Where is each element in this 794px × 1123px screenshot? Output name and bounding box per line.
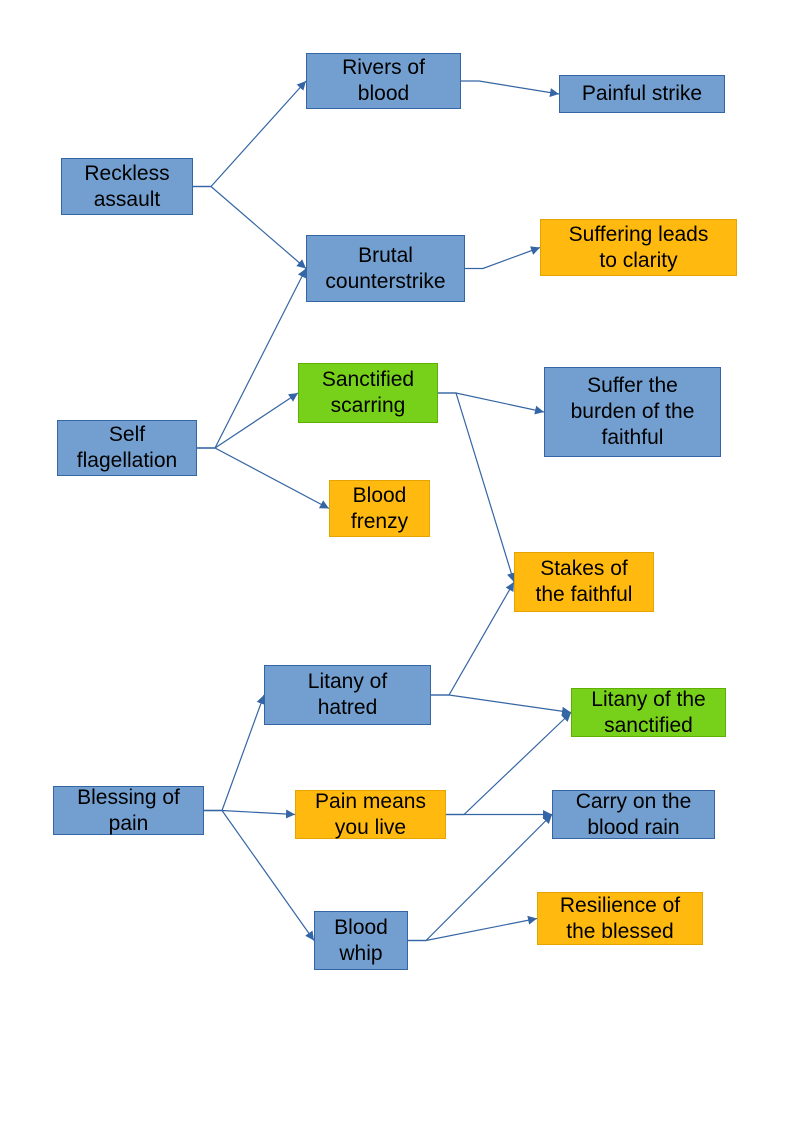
connector-sanctified-scarring-to-stakes-of-the-faithful — [438, 392, 516, 583]
connector-reckless-assault-to-rivers-of-blood — [193, 80, 307, 188]
node-suffer-the-burden-of-the-faithful: Suffer the burden of the faithful — [544, 367, 721, 457]
node-brutal-counterstrike: Brutal counterstrike — [306, 235, 465, 302]
connector-reckless-assault-to-brutal-counterstrike — [193, 185, 307, 269]
connector-sanctified-scarring-to-suffer-the-burden — [438, 392, 545, 415]
node-litany-of-the-sanctified: Litany of the sanctified — [571, 688, 726, 737]
connector-self-flagellation-to-brutal-counterstrike — [197, 268, 307, 449]
node-reckless-assault: Reckless assault — [61, 158, 193, 215]
node-blood-whip: Blood whip — [314, 911, 408, 970]
connector-litany-of-hatred-to-litany-of-the-sanctified — [431, 694, 572, 716]
connector-self-flagellation-to-sanctified-scarring — [197, 392, 299, 449]
connector-blessing-of-pain-to-litany-of-hatred — [204, 694, 266, 812]
node-carry-on-the-blood-rain: Carry on the blood rain — [552, 790, 715, 839]
node-self-flagellation: Self flagellation — [57, 420, 197, 476]
node-blessing-of-pain: Blessing of pain — [53, 786, 204, 835]
node-rivers-of-blood: Rivers of blood — [306, 53, 461, 109]
node-sanctified-scarring: Sanctified scarring — [298, 363, 438, 423]
node-stakes-of-the-faithful: Stakes of the faithful — [514, 552, 654, 612]
node-blood-frenzy: Blood frenzy — [329, 480, 430, 537]
node-pain-means-you-live: Pain means you live — [295, 790, 446, 839]
connector-rivers-of-blood-to-painful-strike — [461, 80, 560, 97]
connector-blood-whip-to-resilience-of-the-blessed — [408, 915, 538, 942]
node-resilience-of-the-blessed: Resilience of the blessed — [537, 892, 703, 945]
connector-brutal-counterstrike-to-suffering-leads-to-clarity — [465, 246, 541, 270]
node-litany-of-hatred: Litany of hatred — [264, 665, 431, 725]
connector-self-flagellation-to-blood-frenzy — [197, 447, 330, 510]
node-painful-strike: Painful strike — [559, 75, 725, 113]
node-suffering-leads-to-clarity: Suffering leads to clarity — [540, 219, 737, 276]
connector-blessing-of-pain-to-blood-whip — [204, 809, 315, 941]
connector-litany-of-hatred-to-stakes-of-the-faithful — [431, 581, 515, 696]
